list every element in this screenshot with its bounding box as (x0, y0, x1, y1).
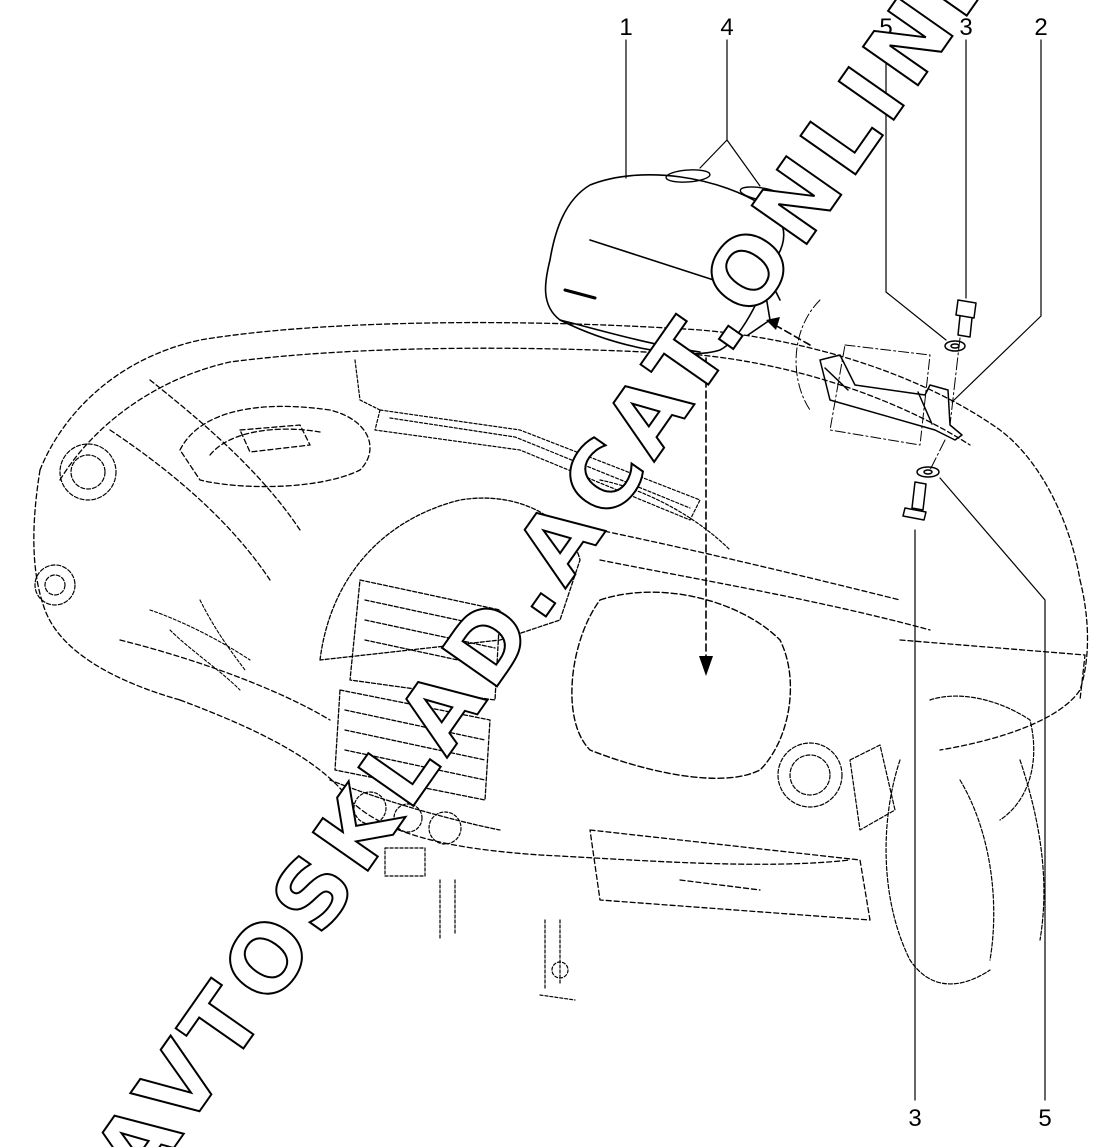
lower-washer (916, 466, 940, 478)
upper-washer (944, 340, 966, 352)
left-air-vent (34, 443, 117, 606)
upper-bolt (955, 299, 977, 338)
assembly-arrows (705, 324, 811, 661)
leader-lines (625, 39, 1046, 1101)
defrost-grille (354, 359, 731, 551)
support-brackets (439, 879, 576, 1001)
hvac-knobs (353, 791, 462, 877)
callout-2: 2 (1034, 14, 1048, 41)
cluster-hood (179, 405, 371, 488)
airbag-door-panel (571, 591, 792, 779)
warning-labels (665, 169, 785, 202)
glove-box (589, 829, 871, 921)
wiring-harness (149, 599, 251, 691)
lower-bolt (902, 481, 927, 521)
callout-5-top: 5 (879, 14, 893, 41)
mounting-bracket (819, 354, 963, 441)
airbag-module (544, 174, 785, 355)
instrument-panel (33, 321, 1089, 865)
callout-1: 1 (619, 14, 633, 41)
center-console (319, 497, 581, 831)
callout-4: 4 (720, 14, 734, 41)
right-air-vent (777, 742, 896, 831)
right-side-structure (885, 695, 1045, 985)
callout-5-bottom: 5 (1038, 1105, 1052, 1132)
callout-3-bottom: 3 (908, 1105, 922, 1132)
arrow-heads (699, 317, 780, 676)
callout-3-top: 3 (959, 14, 973, 41)
assembly-axis (929, 337, 961, 471)
mounting-area-outline (795, 299, 931, 446)
